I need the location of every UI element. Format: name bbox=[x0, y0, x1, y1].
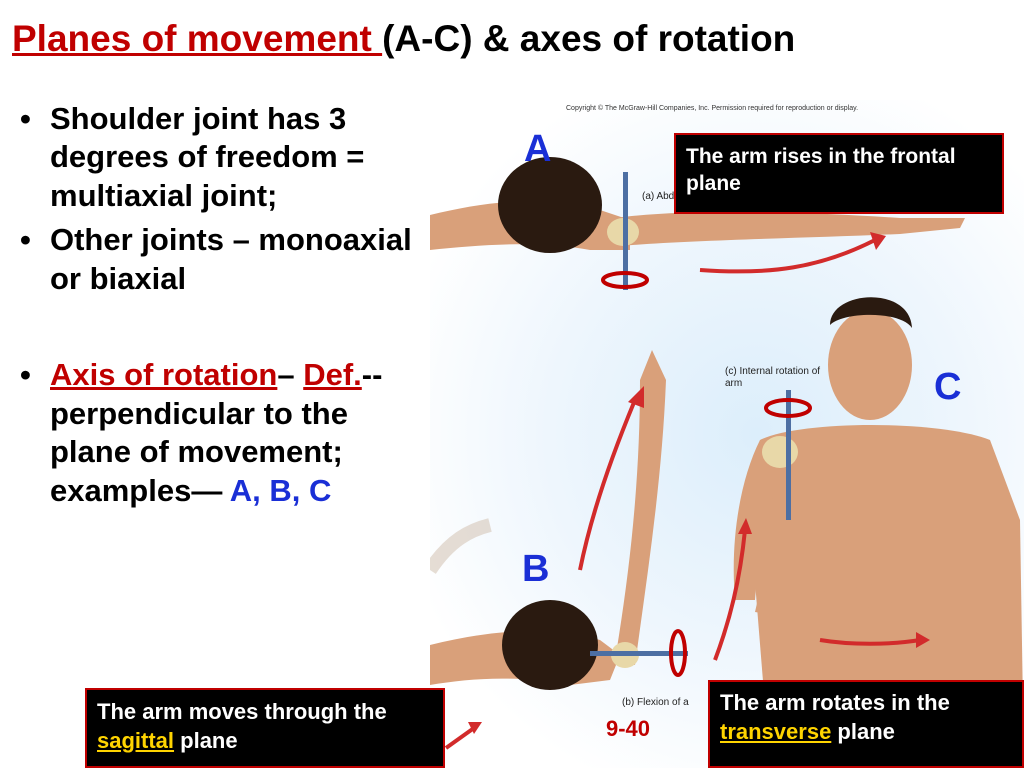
def-text: --perpendicular to the plane of movement… bbox=[50, 357, 383, 508]
axis-dash: – bbox=[277, 357, 295, 393]
subfigure-label-a: (a) Abd bbox=[642, 191, 675, 202]
axis-term: Axis of rotation bbox=[50, 357, 278, 393]
callout-frontal-plane: The arm rises in the frontal plane bbox=[674, 133, 1004, 214]
title-highlight: Planes of movement bbox=[12, 18, 383, 59]
panel-b-illustration bbox=[430, 350, 688, 690]
bullet-axis-of-rotation: Axis of rotation– Def.--perpendicular to… bbox=[14, 356, 434, 510]
sagittal-term: sagittal bbox=[97, 727, 175, 753]
figure-number: 9-40 bbox=[606, 716, 651, 741]
panel-label-b: B bbox=[522, 548, 550, 590]
bullet-other-joints: Other joints – monoaxial or biaxial bbox=[14, 221, 434, 298]
bullet-list: Shoulder joint has 3 degrees of freedom … bbox=[14, 100, 434, 510]
subfigure-label-c: (c) Internal rotation of arm bbox=[725, 366, 821, 389]
slide-title: Planes of movement (A-C) & axes of rotat… bbox=[12, 18, 795, 60]
copyright-notice: Copyright © The McGraw-Hill Companies, I… bbox=[566, 105, 859, 112]
panel-label-a: A bbox=[524, 128, 552, 170]
transverse-term: transverse bbox=[720, 718, 832, 744]
callout-c-pre: The arm rotates in the bbox=[720, 690, 950, 715]
callout-c-post: plane bbox=[831, 718, 895, 744]
examples-letters: A, B, C bbox=[229, 472, 332, 508]
pointer-arrow bbox=[444, 722, 482, 750]
panel-label-c: C bbox=[934, 366, 962, 408]
bullet-degrees-of-freedom: Shoulder joint has 3 degrees of freedom … bbox=[14, 100, 434, 215]
callout-b-post: plane bbox=[174, 727, 238, 753]
subfigure-label-b: (b) Flexion of a bbox=[622, 697, 689, 708]
callout-b-pre: The arm moves through the bbox=[97, 699, 387, 724]
callout-transverse-plane: The arm rotates in the transverse plane bbox=[708, 680, 1024, 768]
def-label: Def. bbox=[303, 357, 362, 393]
title-rest: (A-C) & axes of rotation bbox=[382, 18, 796, 59]
panel-a-illustration bbox=[430, 157, 965, 290]
callout-sagittal-plane: The arm moves through the sagittal plane bbox=[85, 688, 445, 768]
